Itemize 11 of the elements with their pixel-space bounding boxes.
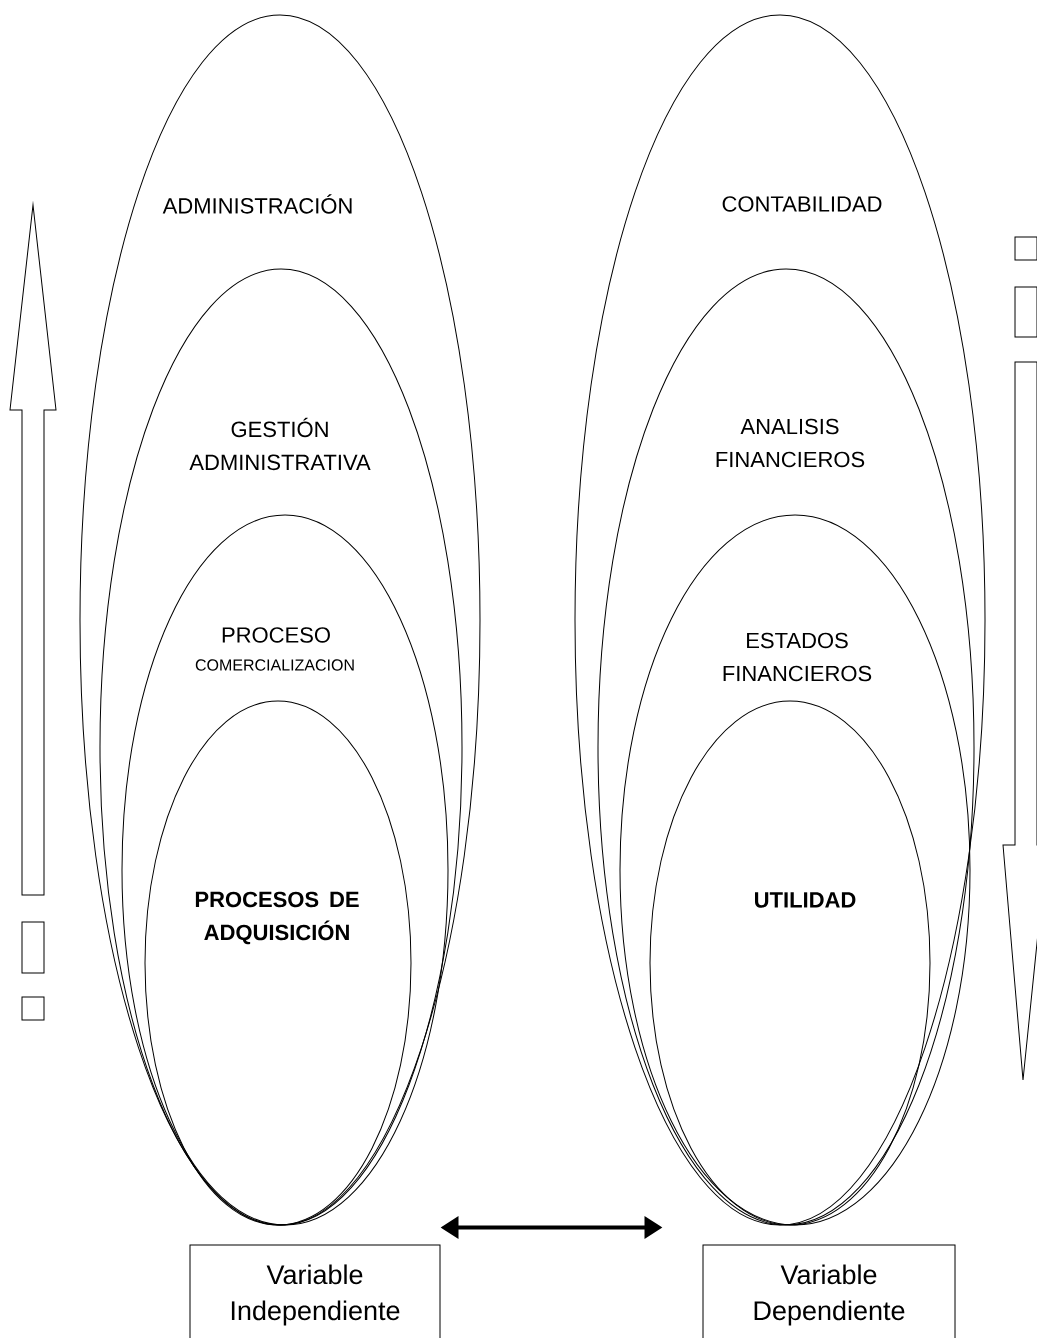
- ellipse-label: UTILIDAD: [755, 892, 856, 908]
- variable-box: Variable Dependiente: [702, 1244, 956, 1338]
- ellipse-label: ANALISIS FINANCIEROS: [716, 418, 865, 468]
- ellipse-label: ADMINISTRACIÓN: [162, 194, 352, 214]
- ellipse-label: PROCESO: [222, 627, 330, 643]
- ellipse-label: PROCESOS DE ADQUISICIÓN: [195, 891, 359, 945]
- ellipse-label: COMERCIALIZACION: [195, 659, 354, 671]
- ellipse-label: CONTABILIDAD: [722, 196, 882, 212]
- variable-box: Variable Independiente: [189, 1244, 441, 1338]
- ellipse-label: GESTIÓN ADMINISTRATIVA: [189, 417, 371, 471]
- ellipse-label: ESTADOS FINANCIEROS: [723, 632, 872, 682]
